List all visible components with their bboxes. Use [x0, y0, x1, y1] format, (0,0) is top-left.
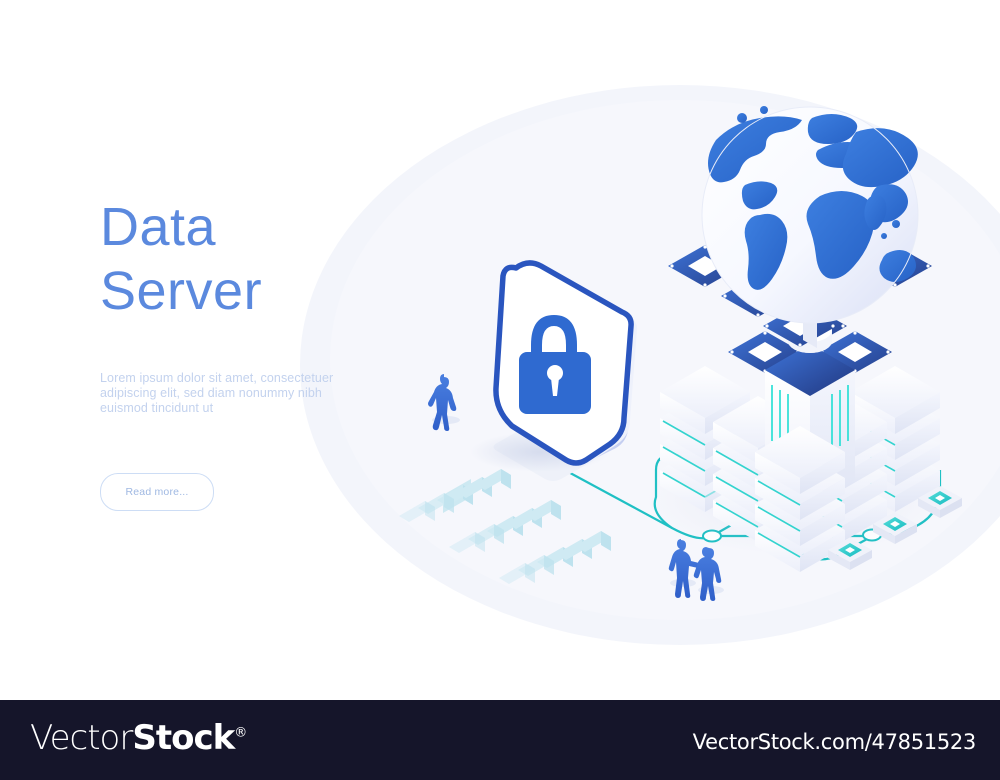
- title-line-2: Server: [100, 261, 263, 321]
- padlock-icon: [519, 315, 591, 414]
- registered-trademark-icon: ®: [234, 725, 247, 741]
- chevron-row-2: [449, 500, 561, 553]
- globe: [701, 106, 919, 348]
- person-left: [668, 539, 703, 598]
- person-right: [693, 547, 724, 601]
- title-line-1: Data: [100, 197, 217, 257]
- chevron-row-1: [399, 469, 511, 522]
- data-server-illustration: [399, 106, 962, 601]
- person-walking: [428, 374, 460, 431]
- hero-paragraph: Lorem ipsum dolor sit amet, consectetuer…: [100, 371, 334, 415]
- page-title: Data Server: [100, 195, 370, 323]
- watermark-bar: [0, 700, 1000, 780]
- hero-text-column: Data Server Lorem ipsum dolor sit amet, …: [100, 195, 370, 511]
- globe-continents: [708, 106, 918, 290]
- read-more-button[interactable]: Read more...: [100, 472, 214, 511]
- security-shield: [493, 260, 638, 466]
- hero-section: Data Server Lorem ipsum dolor sit amet, …: [100, 85, 1000, 645]
- chevron-row-3: [499, 531, 611, 584]
- logo-vector-text: Vector: [30, 718, 133, 758]
- vectorstock-url: VectorStock.com/47851523: [692, 730, 977, 754]
- logo-stock-text: Stock: [132, 718, 235, 758]
- data-tiles: [828, 486, 962, 570]
- vectorstock-logo: VectorStock®: [30, 718, 247, 758]
